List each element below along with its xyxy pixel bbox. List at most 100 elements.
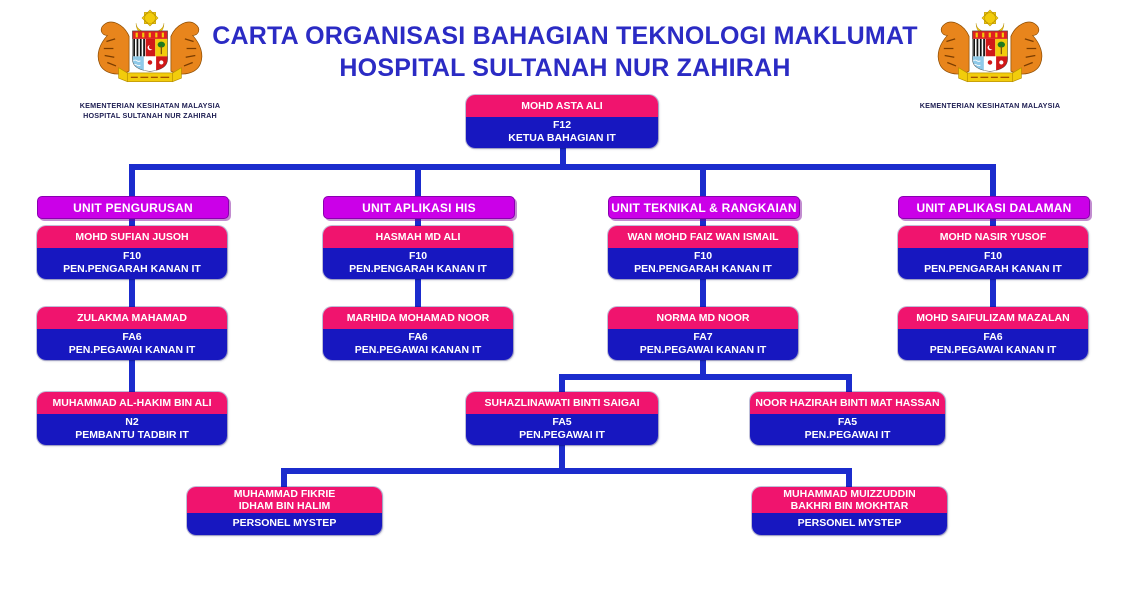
person-grade: FA6 (983, 331, 1003, 343)
person-name: MOHD ASTA ALI (466, 95, 658, 117)
connector-col1-row1-row2 (129, 271, 135, 309)
person-position: PEN.PENGARAH KANAN IT (634, 262, 772, 275)
connector-col3-row1-row2 (700, 271, 706, 309)
person-box-nasir: MOHD NASIR YUSOF F10 PEN.PENGARAH KANAN … (898, 226, 1088, 279)
person-position: PEN.PENGARAH KANAN IT (924, 262, 1062, 275)
page-title-line2: HOSPITAL SULTANAH NUR ZAHIRAH (339, 54, 791, 82)
person-body: F12 KETUA BAHAGIAN IT (466, 117, 658, 148)
person-name: WAN MOHD FAIZ WAN ISMAIL (608, 226, 798, 248)
person-grade: FA7 (693, 331, 713, 343)
person-position: PEN.PEGAWAI IT (519, 428, 605, 441)
unit-label: UNIT APLIKASI DALAMAN (916, 200, 1072, 215)
page-title-line1: CARTA ORGANISASI BAHAGIAN TEKNOLOGI MAKL… (212, 22, 918, 50)
person-position: KETUA BAHAGIAN IT (508, 131, 616, 144)
page-title: CARTA ORGANISASI BAHAGIAN TEKNOLOGI MAKL… (170, 20, 960, 84)
person-name: MOHD SAIFULIZAM MAZALAN (898, 307, 1088, 329)
person-position: PEMBANTU TADBIR IT (75, 428, 189, 441)
person-box-wanfaiz: WAN MOHD FAIZ WAN ISMAIL F10 PEN.PENGARA… (608, 226, 798, 279)
logo-right: KEMENTERIAN KESIHATAN MALAYSIA (908, 8, 1072, 111)
person-name: MARHIDA MOHAMAD NOOR (323, 307, 513, 329)
person-grade: FA6 (122, 331, 142, 343)
person-body: FA5 PEN.PEGAWAI IT (750, 414, 945, 445)
person-position: PEN.PENGARAH KANAN IT (349, 262, 487, 275)
logo-left-caption: KEMENTERIAN KESIHATAN MALAYSIA HOSPITAL … (70, 101, 230, 120)
person-name: HASMAH MD ALI (323, 226, 513, 248)
connector-fa5-right-drop (846, 377, 852, 393)
person-body: N2 PEMBANTU TADBIR IT (37, 414, 227, 445)
person-grade: F10 (693, 250, 713, 262)
unit-label: UNIT TEKNIKAL & RANGKAIAN (611, 200, 797, 215)
person-grade: F10 (408, 250, 428, 262)
person-box-marhida: MARHIDA MOHAMAD NOOR FA6 PEN.PEGAWAI KAN… (323, 307, 513, 360)
logo-left-caption-line2: HOSPITAL SULTANAH NUR ZAHIRAH (83, 110, 217, 120)
person-grade: F10 (122, 250, 142, 262)
connector-mystep-left-drop (281, 470, 287, 488)
person-name: MUHAMMAD AL-HAKIM BIN ALI (37, 392, 227, 414)
person-box-alhakim: MUHAMMAD AL-HAKIM BIN ALI N2 PEMBANTU TA… (37, 392, 227, 445)
connector-mystep-right-drop (846, 470, 852, 488)
connector-fa5-left-drop (559, 377, 565, 393)
connector-norma-drop (700, 353, 706, 377)
logo-left: KEMENTERIAN KESIHATAN MALAYSIA HOSPITAL … (70, 8, 230, 120)
person-grade: N2 (125, 416, 139, 428)
person-body: PERSONEL MYSTEP (752, 513, 947, 535)
unit-label: UNIT APLIKASI HIS (362, 200, 476, 215)
person-body: FA7 PEN.PEGAWAI KANAN IT (608, 329, 798, 360)
person-position: PEN.PEGAWAI KANAN IT (639, 343, 767, 356)
person-box-saifulizam: MOHD SAIFULIZAM MAZALAN FA6 PEN.PEGAWAI … (898, 307, 1088, 360)
logo-right-caption: KEMENTERIAN KESIHATAN MALAYSIA (908, 101, 1072, 111)
person-grade: FA5 (552, 416, 572, 428)
person-position: PERSONEL MYSTEP (232, 517, 337, 529)
unit-header-pengurusan: UNIT PENGURUSAN (37, 196, 229, 219)
person-name: SUHAZLINAWATI BINTI SAIGAI (466, 392, 658, 414)
person-position: PEN.PEGAWAI KANAN IT (929, 343, 1057, 356)
person-position: PEN.PEGAWAI KANAN IT (354, 343, 482, 356)
person-position: PEN.PENGARAH KANAN IT (63, 262, 201, 275)
connector-root-drop (560, 140, 566, 168)
person-body: F10 PEN.PENGARAH KANAN IT (37, 248, 227, 279)
person-position: PEN.PEGAWAI IT (804, 428, 891, 441)
logo-left-caption-line1: KEMENTERIAN KESIHATAN MALAYSIA (79, 101, 221, 110)
person-box-norma: NORMA MD NOOR FA7 PEN.PEGAWAI KANAN IT (608, 307, 798, 360)
person-body: F10 PEN.PENGARAH KANAN IT (323, 248, 513, 279)
person-box-ketua-bahagian: MOHD ASTA ALI F12 KETUA BAHAGIAN IT (466, 95, 658, 148)
unit-label: UNIT PENGURUSAN (73, 200, 193, 215)
coat-of-arms-icon (89, 8, 211, 96)
person-box-fikrie: MUHAMMAD FIKRIE IDHAM BIN HALIM PERSONEL… (187, 487, 382, 535)
person-box-hasmah: HASMAH MD ALI F10 PEN.PENGARAH KANAN IT (323, 226, 513, 279)
person-body: FA6 PEN.PEGAWAI KANAN IT (323, 329, 513, 360)
person-body: F10 PEN.PENGARAH KANAN IT (898, 248, 1088, 279)
connector-main-horizontal (129, 164, 996, 170)
person-name: MUHAMMAD FIKRIE IDHAM BIN HALIM (187, 487, 382, 513)
person-box-noorhazirah: NOOR HAZIRAH BINTI MAT HASSAN FA5 PEN.PE… (750, 392, 945, 445)
unit-header-teknikal-rangkaian: UNIT TEKNIKAL & RANGKAIAN (608, 196, 800, 219)
connector-col4-row1-row2 (990, 271, 996, 309)
person-grade: F10 (983, 250, 1003, 262)
person-grade: FA6 (408, 331, 428, 343)
person-position: PEN.PEGAWAI KANAN IT (68, 343, 196, 356)
person-grade: F12 (552, 119, 572, 131)
person-grade: FA5 (837, 416, 858, 428)
person-body: FA5 PEN.PEGAWAI IT (466, 414, 658, 445)
logo-right-caption-line1: KEMENTERIAN KESIHATAN MALAYSIA (919, 101, 1061, 110)
person-body: FA6 PEN.PEGAWAI KANAN IT (898, 329, 1088, 360)
person-name: MOHD SUFIAN JUSOH (37, 226, 227, 248)
person-box-zulakma: ZULAKMA MAHAMAD FA6 PEN.PEGAWAI KANAN IT (37, 307, 227, 360)
person-body: F10 PEN.PENGARAH KANAN IT (608, 248, 798, 279)
person-box-muizzuddin: MUHAMMAD MUIZZUDDIN BAKHRI BIN MOKHTAR P… (752, 487, 947, 535)
person-box-sufian: MOHD SUFIAN JUSOH F10 PEN.PENGARAH KANAN… (37, 226, 227, 279)
person-name: ZULAKMA MAHAMAD (37, 307, 227, 329)
person-name: NORMA MD NOOR (608, 307, 798, 329)
unit-header-aplikasi-dalaman: UNIT APLIKASI DALAMAN (898, 196, 1090, 219)
connector-suhazlinawati-drop (559, 437, 565, 473)
person-body: FA6 PEN.PEGAWAI KANAN IT (37, 329, 227, 360)
person-body: PERSONEL MYSTEP (187, 513, 382, 535)
connector-col2-row1-row2 (415, 271, 421, 309)
connector-fa5-horizontal (559, 374, 852, 380)
unit-header-aplikasi-his: UNIT APLIKASI HIS (323, 196, 515, 219)
connector-col1-row2-row3 (129, 353, 135, 393)
person-name: MOHD NASIR YUSOF (898, 226, 1088, 248)
coat-of-arms-icon (929, 8, 1051, 96)
person-box-suhazlinawati: SUHAZLINAWATI BINTI SAIGAI FA5 PEN.PEGAW… (466, 392, 658, 445)
